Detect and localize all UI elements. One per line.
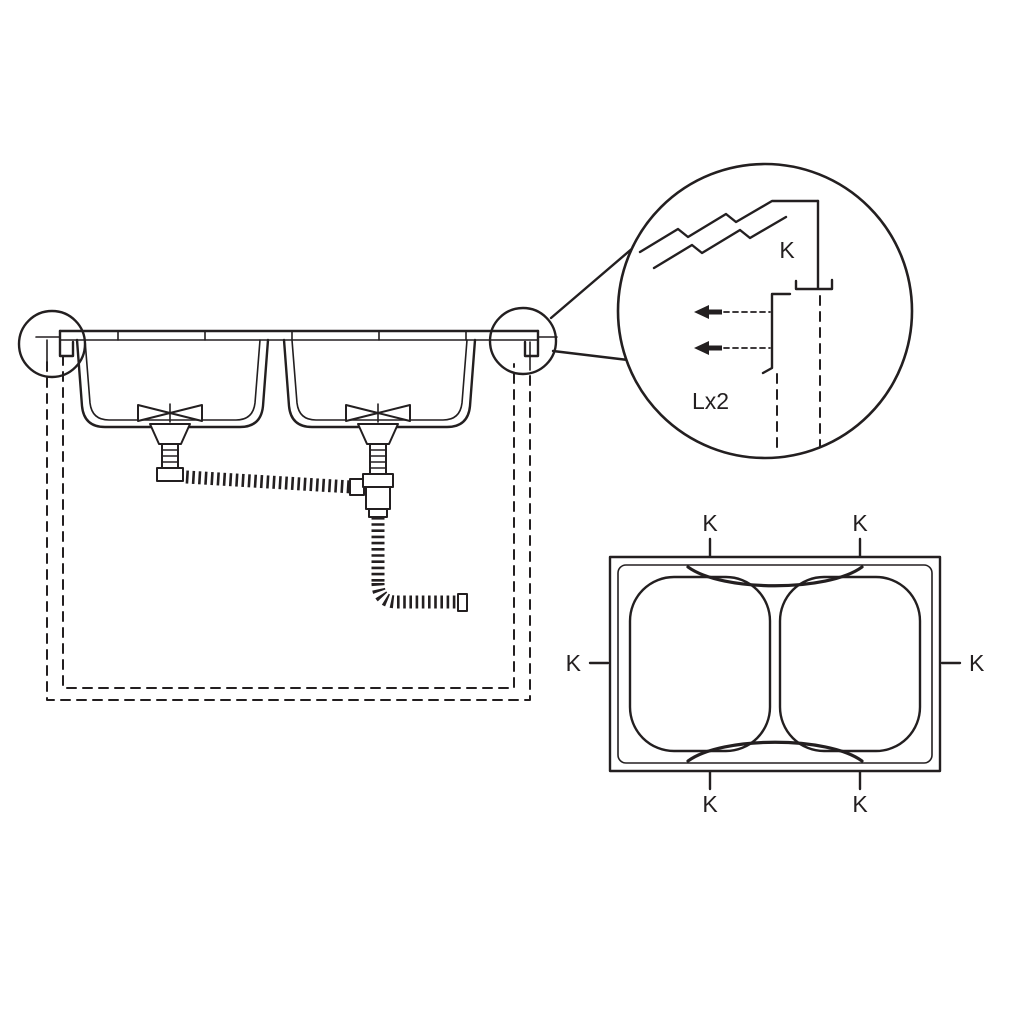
drain-flange: [357, 423, 399, 445]
rim-right-hook: [523, 329, 540, 358]
right-bowl-inner-wall: [291, 339, 468, 421]
coupling-nut: [362, 473, 394, 488]
bottom-divider-curve: [686, 740, 864, 763]
rim-left-hook: [58, 329, 75, 358]
screw-lower: [694, 341, 771, 355]
countertop-rim: [35, 329, 558, 371]
screw-upper: [694, 305, 771, 319]
left-bowl-plan: [628, 575, 772, 753]
tailpiece: [369, 443, 387, 475]
cabinet-dashed-outline: [46, 355, 531, 701]
tailpiece-threads: [369, 449, 387, 469]
break-line-upper: [638, 199, 820, 254]
sink-rim-inner-edge: [617, 564, 933, 764]
left-drain-assembly: [137, 403, 203, 482]
drain-flange: [149, 423, 191, 445]
clip-label-right: K: [969, 650, 985, 676]
horizontal-corrugated-hose: [185, 470, 353, 494]
clip-label-bottom-right: K: [852, 791, 868, 817]
clip-label-left: K: [566, 650, 582, 676]
callout-upper-line: [549, 245, 636, 320]
sink-bowls: [75, 338, 477, 429]
screw-quantity-label: Lx2: [692, 388, 729, 414]
cabinet-inner-dashed-line: [62, 355, 515, 689]
tailpiece-threads: [161, 449, 179, 463]
callout-lines: [549, 245, 636, 362]
clip-position-ticks: [588, 537, 962, 791]
clip-label-top-right: K: [852, 510, 868, 536]
mounting-clip-profile: [761, 292, 792, 375]
clip-label-top-left: K: [702, 510, 718, 536]
detail-view: K Lx2: [616, 162, 914, 460]
left-detail-marker-circle: [17, 309, 87, 379]
clip-label-bottom-left: K: [702, 791, 718, 817]
drain-hoses: [185, 470, 458, 609]
sink-outer-edge: [608, 555, 942, 773]
callout-lower-line: [551, 349, 630, 362]
right-drain-assembly: [345, 403, 468, 612]
lower-reducer: [368, 508, 388, 518]
cabinet-outer-dashed-line: [46, 361, 531, 701]
countertop-break-lines: [638, 199, 820, 270]
break-line-lower: [652, 215, 788, 270]
cross-section-view: [17, 306, 558, 701]
screw-icon: [694, 341, 709, 355]
right-detail-marker-circle: [488, 306, 558, 376]
rim-tick-marks: [117, 330, 467, 341]
plan-view: K K K K K K: [566, 510, 985, 817]
left-bowl-inner-wall: [84, 339, 261, 421]
top-divider-curve: [686, 565, 864, 588]
hose-connector: [349, 478, 365, 496]
tee-body: [365, 486, 391, 510]
rim-flange-profile: [794, 278, 834, 291]
screw-icon: [694, 305, 709, 319]
outlet-end-cap: [457, 593, 468, 612]
elbow-corrugated-hose: [371, 582, 398, 609]
detail-circle: [616, 162, 914, 460]
clip-position-labels: K K K K K K: [566, 510, 985, 817]
coupling-nut: [156, 467, 184, 482]
right-bowl-plan: [778, 575, 922, 753]
clip-label: K: [779, 237, 795, 263]
